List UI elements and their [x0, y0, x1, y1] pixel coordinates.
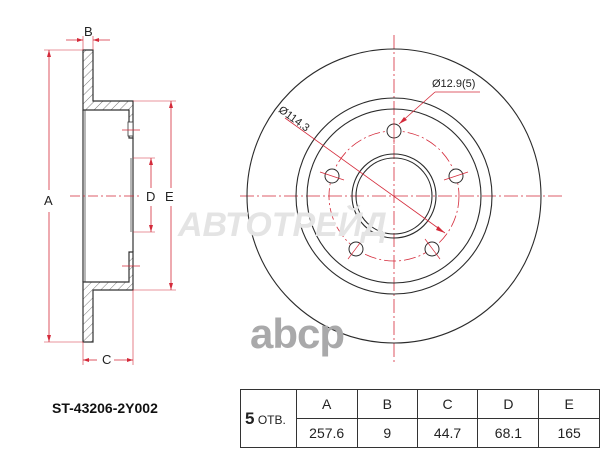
header-b: B: [356, 389, 418, 419]
bolt-holes: [319, 118, 469, 260]
dim-label-b: B: [84, 24, 93, 39]
holes-suffix: ОТВ.: [257, 412, 286, 427]
watermark-logo: abcp: [250, 310, 345, 357]
dim-label-e: E: [165, 189, 174, 204]
header-d: D: [477, 389, 540, 419]
dim-label-c: C: [102, 352, 112, 367]
spec-table: 5 ОТВ. A B C D E 257.6 9 44.7 68.1 165: [240, 389, 600, 448]
header-a: A: [295, 389, 358, 419]
value-e: 165: [538, 418, 600, 448]
header-e: E: [538, 389, 600, 419]
front-view: [240, 35, 565, 365]
watermark-text: АВТОТРЕЙД: [178, 206, 387, 244]
side-section-view: [44, 36, 176, 365]
dim-label-d: D: [146, 189, 156, 204]
bolt-hole-diameter-label: Ø12.9(5): [432, 78, 476, 90]
part-number: ST-43206-2Y002: [52, 400, 158, 416]
value-c: 44.7: [416, 418, 479, 448]
value-b: 9: [356, 418, 418, 448]
header-c: C: [416, 389, 479, 419]
value-d: 68.1: [477, 418, 540, 448]
holes-count-cell: 5 ОТВ.: [240, 389, 297, 448]
holes-count: 5: [245, 408, 255, 428]
value-a: 257.6: [295, 418, 358, 448]
dim-label-a: A: [44, 193, 53, 208]
